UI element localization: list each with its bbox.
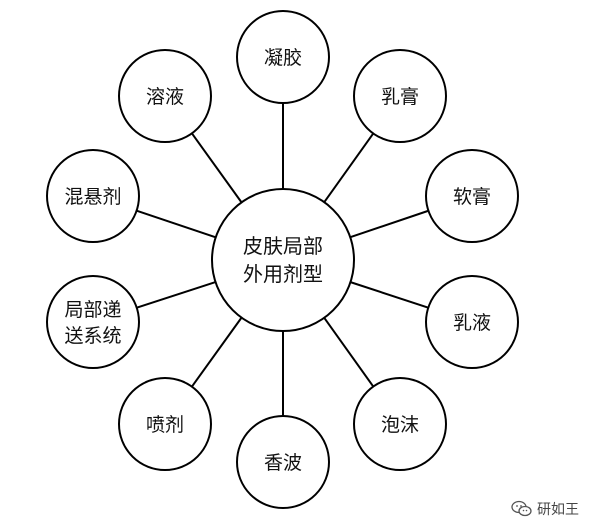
node-circle-suspension [46, 149, 140, 243]
node-label-local-delivery-line-1: 局部递 [64, 299, 121, 321]
node-label-spray: 喷剂 [146, 414, 184, 436]
node-label-local-delivery-line-2: 送系统 [64, 325, 121, 347]
center-circle [211, 188, 355, 332]
connector-lines [136, 103, 429, 416]
connector-solution [191, 132, 243, 203]
wechat-icon [511, 500, 532, 517]
node-cream: 乳膏 [353, 49, 447, 143]
node-label-cream: 乳膏 [381, 85, 419, 108]
connector-spray [191, 317, 243, 388]
watermark: 研如王 [511, 499, 579, 519]
node-circle-foam [353, 377, 447, 471]
node-solution: 溶液 [118, 49, 212, 143]
node-label-suspension: 混悬剂 [64, 186, 121, 208]
node-gel: 凝胶 [236, 10, 330, 104]
center-label-line-2: 外用剂型 [243, 262, 323, 286]
connector-emulsion [350, 281, 429, 309]
node-spray: 喷剂 [118, 377, 212, 471]
node-circle-solution [118, 49, 212, 143]
watermark-text: 研如王 [537, 502, 579, 518]
node-label-solution: 溶液 [146, 86, 184, 108]
connector-foam [323, 317, 375, 388]
center-label-line-1: 皮肤局部 [243, 234, 323, 258]
center-node: 皮肤局部 外用剂型 [211, 188, 355, 332]
node-circle-cream [353, 49, 447, 143]
connector-suspension [136, 209, 217, 239]
node-circle-spray [118, 377, 212, 471]
node-foam: 泡沫 [353, 377, 447, 471]
node-emulsion: 乳液 [425, 275, 519, 369]
node-ointment: 软膏 [425, 149, 519, 243]
node-label-ointment: 软膏 [453, 185, 491, 208]
connector-local-delivery [136, 281, 216, 309]
node-suspension: 混悬剂 [46, 149, 140, 243]
node-label-gel: 凝胶 [264, 47, 302, 69]
node-circle-gel [236, 10, 330, 104]
node-label-foam: 泡沫 [381, 414, 419, 436]
node-circle-local-delivery [46, 275, 140, 369]
node-label-lotion: 香波 [264, 452, 302, 474]
node-circle-ointment [425, 149, 519, 243]
node-circle-lotion [236, 415, 330, 509]
node-circle-emulsion [425, 275, 519, 369]
connector-ointment [349, 209, 429, 239]
connector-cream [323, 132, 375, 203]
node-lotion: 香波 [236, 415, 330, 509]
node-label-emulsion: 乳液 [453, 312, 491, 334]
